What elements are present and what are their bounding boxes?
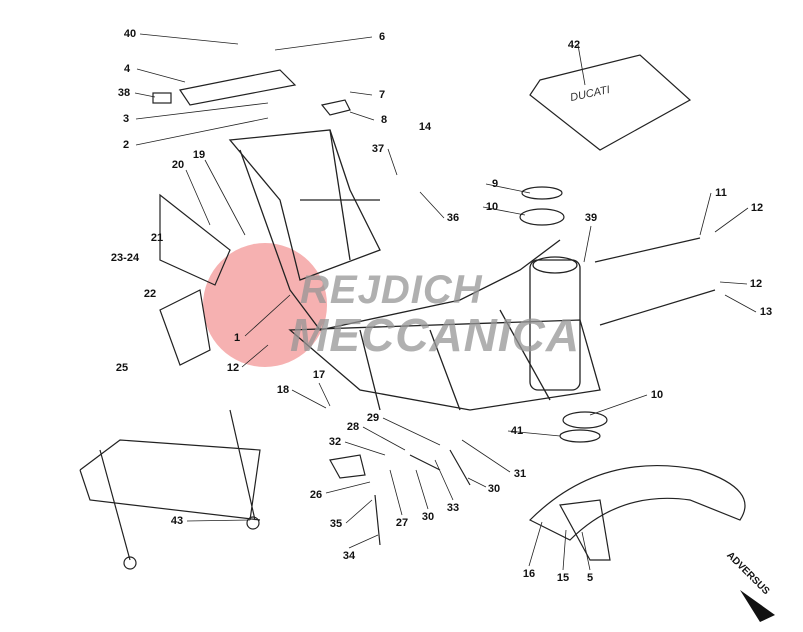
callout-27: 27 [395, 517, 409, 529]
callout-20: 20 [171, 159, 185, 171]
callout-32: 32 [328, 436, 342, 448]
callout-8: 8 [380, 114, 388, 126]
callout-42: 42 [567, 39, 581, 51]
leader-lines [134, 33, 757, 571]
watermark-line2: MECCANICA [290, 309, 581, 361]
callout-40: 40 [123, 28, 137, 40]
callout-16: 16 [522, 568, 536, 580]
callout-18: 18 [276, 384, 290, 396]
callout-5: 5 [586, 572, 594, 584]
callout-23-24: 23-24 [110, 252, 140, 264]
callout-13: 13 [759, 306, 773, 318]
callout-35: 35 [329, 518, 343, 530]
callout-39: 39 [584, 212, 598, 224]
watermark-logo-circle [203, 243, 327, 367]
frame-drawing [228, 129, 601, 411]
callout-12: 12 [749, 278, 763, 290]
callout-43: 43 [170, 515, 184, 527]
watermark-line1: REJDICH [300, 268, 483, 312]
callout-41: 41 [510, 425, 524, 437]
callout-19: 19 [192, 149, 206, 161]
callout-14: 14 [418, 121, 432, 133]
callout-3: 3 [122, 113, 130, 125]
callout-36: 36 [446, 212, 460, 224]
callout-2: 2 [122, 139, 130, 151]
callout-31: 31 [513, 468, 527, 480]
callout-12: 12 [750, 202, 764, 214]
callout-29: 29 [366, 412, 380, 424]
callout-37: 37 [371, 143, 385, 155]
callout-1: 1 [233, 332, 241, 344]
callout-21: 21 [150, 232, 164, 244]
small-parts [79, 54, 746, 570]
callout-4: 4 [123, 63, 131, 75]
callout-10: 10 [485, 201, 499, 213]
callout-28: 28 [346, 421, 360, 433]
orientation-arrow-icon [740, 590, 775, 622]
callout-7: 7 [378, 89, 386, 101]
callout-26: 26 [309, 489, 323, 501]
callout-10: 10 [650, 389, 664, 401]
callout-15: 15 [556, 572, 570, 584]
callout-17: 17 [312, 369, 326, 381]
callout-11: 11 [715, 187, 727, 199]
callout-30: 30 [487, 483, 501, 495]
callout-34: 34 [342, 550, 356, 562]
callout-33: 33 [446, 502, 460, 514]
callout-22: 22 [143, 288, 157, 300]
callout-30: 30 [421, 511, 435, 523]
callout-9: 9 [491, 178, 499, 190]
callout-6: 6 [378, 31, 386, 43]
callout-38: 38 [117, 87, 131, 99]
callout-25: 25 [115, 362, 129, 374]
callout-12: 12 [226, 362, 240, 374]
